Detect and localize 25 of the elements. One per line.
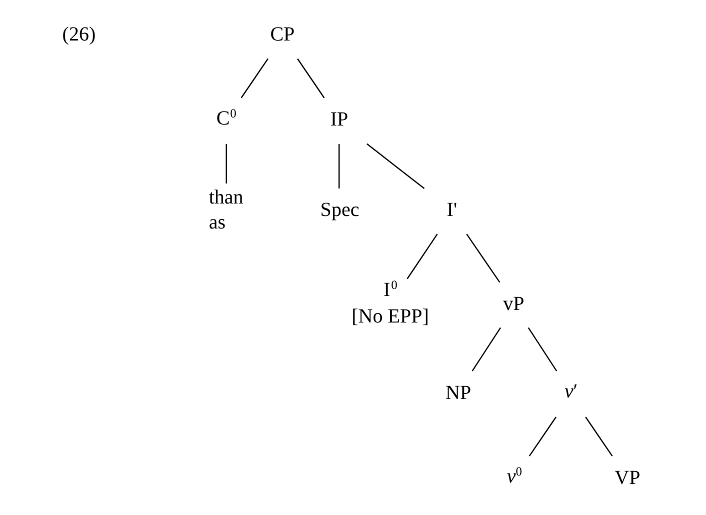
- node-text: Spec: [320, 198, 359, 221]
- connector: [225, 144, 226, 184]
- connector: [466, 234, 500, 283]
- connector: [406, 234, 438, 280]
- connector: [528, 416, 556, 456]
- connector: [296, 58, 324, 98]
- node-text: than as: [208, 186, 243, 234]
- node-text: IP: [330, 108, 348, 131]
- node-label: [No EPP]: [351, 305, 428, 328]
- node-text: v$^{0}$: [506, 464, 522, 488]
- connector: [240, 58, 268, 98]
- node-text: v′: [564, 380, 578, 403]
- label: (26): [62, 24, 96, 46]
- connector: [471, 327, 501, 372]
- node-text: NP: [445, 382, 471, 404]
- connector: [338, 144, 340, 188]
- node-text: I': [446, 198, 457, 221]
- connector: [366, 143, 424, 189]
- connector: [527, 327, 557, 372]
- connector: [584, 416, 612, 456]
- node-text: CP: [270, 24, 294, 46]
- node-text: VP: [614, 466, 640, 489]
- node-text: I$^{0}$: [383, 278, 397, 302]
- node-text: vP: [502, 292, 524, 315]
- node-text: C$^{0}$: [216, 106, 236, 130]
